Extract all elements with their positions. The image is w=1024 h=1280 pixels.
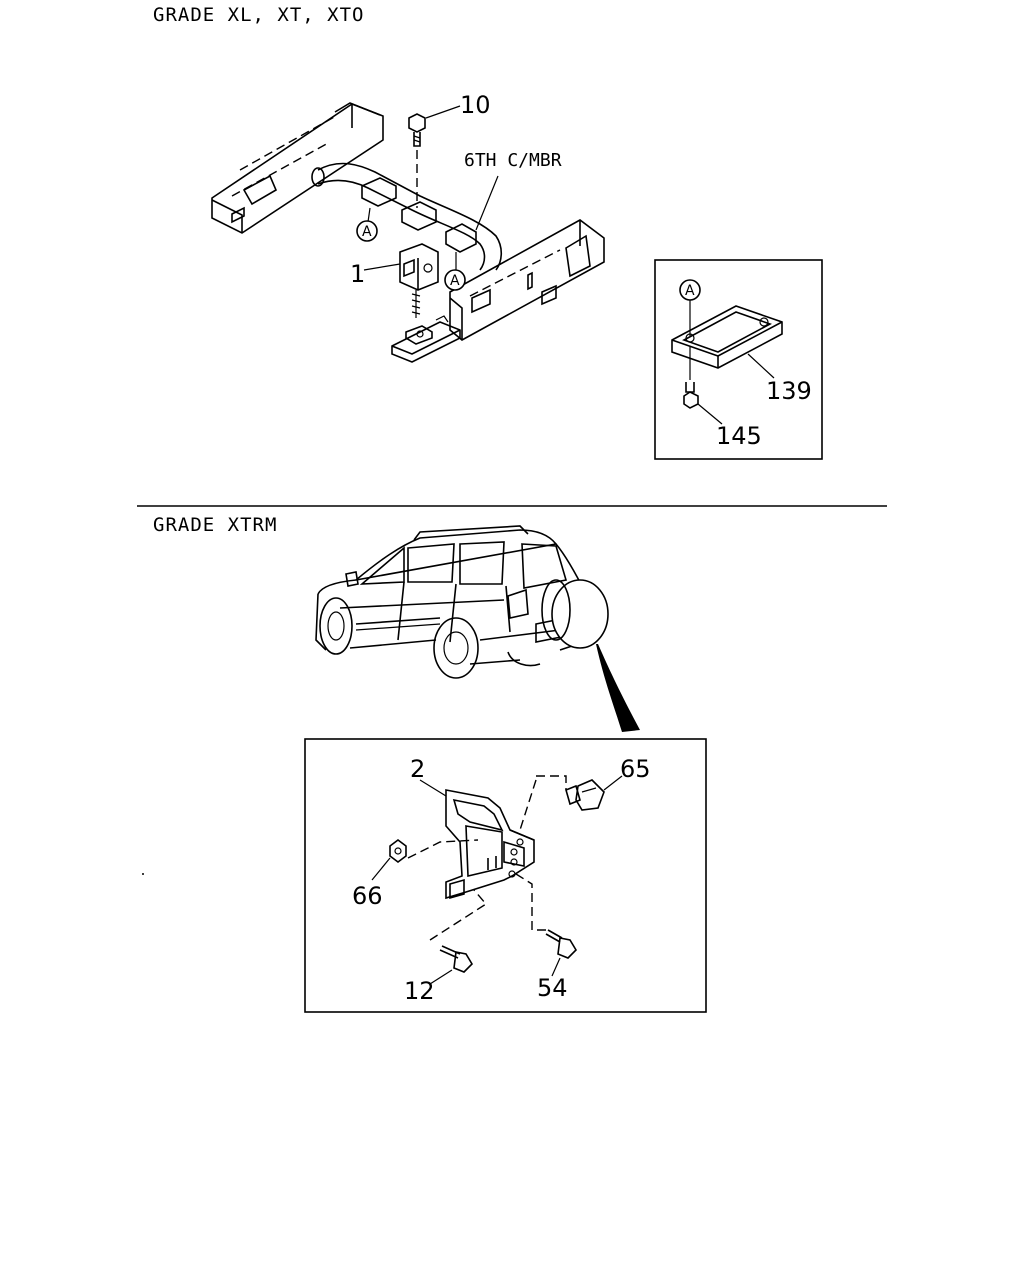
stray-mark	[142, 873, 144, 875]
rubber-pad-139	[671, 305, 783, 369]
spare-tire-carrier-bracket-2	[445, 789, 535, 900]
hanger-chain	[411, 290, 421, 318]
callout-2: 2	[410, 755, 425, 783]
callout-54: 54	[537, 974, 568, 1002]
bolt-12	[439, 945, 474, 973]
section-heading-grade-xl-xt-xto: GRADE XL, XT, XTO	[153, 4, 365, 26]
nut-66	[389, 839, 407, 863]
dash-line-54	[515, 873, 546, 931]
spare-tire-hanger-1	[391, 243, 461, 363]
dash-line-65	[536, 775, 567, 790]
detail-pointer	[596, 644, 640, 732]
reference-a-circle-2	[444, 269, 466, 291]
suv-illustration	[315, 525, 609, 679]
frame-rail-assembly	[211, 102, 605, 341]
leader-145	[697, 403, 723, 425]
leader-6th-mbr	[475, 175, 499, 231]
callout-145: 145	[716, 422, 762, 450]
nut-145	[683, 346, 699, 409]
bolt-54	[545, 929, 578, 959]
callout-10: 10	[460, 91, 491, 119]
leader-10	[425, 105, 461, 119]
connector-65	[565, 779, 605, 811]
leader-2	[419, 779, 447, 797]
callout-66: 66	[352, 882, 383, 910]
dash-line-66	[407, 839, 479, 859]
reference-a-label-1: A	[362, 224, 372, 240]
leader-139	[747, 353, 775, 379]
leader-1	[363, 263, 401, 271]
bolt-10	[408, 113, 426, 208]
leader-12	[429, 969, 453, 985]
section-heading-grade-xtrm: GRADE XTRM	[153, 514, 278, 536]
reference-a-circle-1	[356, 220, 378, 242]
callout-65: 65	[620, 755, 651, 783]
callout-1: 1	[350, 260, 365, 288]
leader-54	[551, 957, 561, 977]
callout-6th-crossmember: 6TH C/MBR	[464, 150, 562, 171]
detail-box-a	[654, 259, 823, 460]
dash-line-12	[429, 889, 488, 941]
reference-a-label-2: A	[450, 273, 460, 289]
callout-12: 12	[404, 977, 435, 1005]
leader-66	[371, 857, 391, 881]
leader-65	[603, 775, 623, 791]
detail-box-xtrm	[304, 738, 707, 1013]
callout-139: 139	[766, 377, 812, 405]
reference-a-label-3: A	[685, 283, 695, 299]
